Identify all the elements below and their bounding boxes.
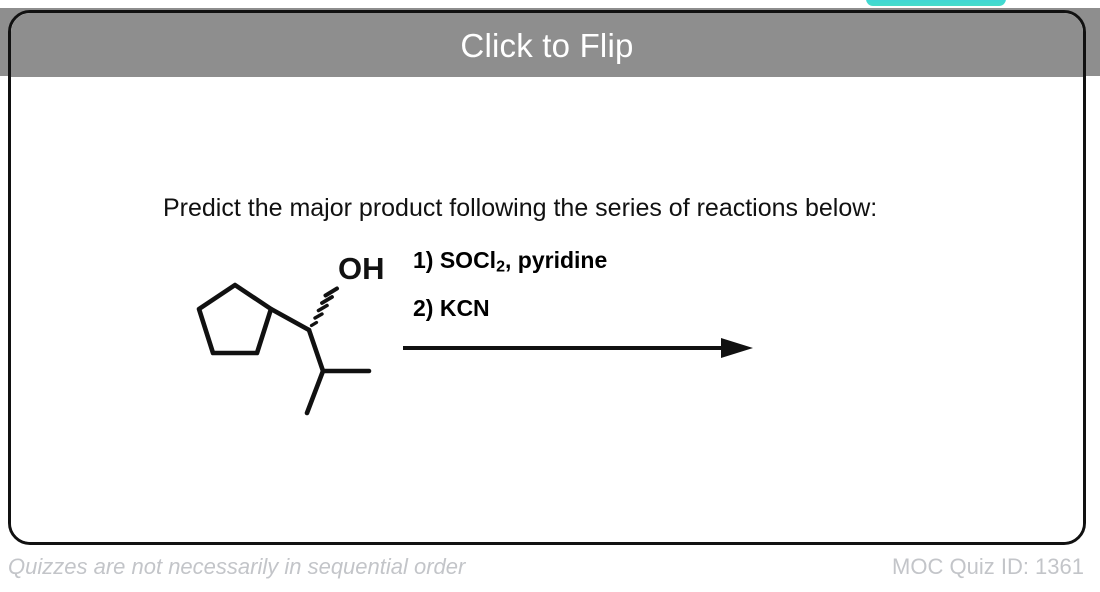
reaction-arrow-icon [403,338,753,358]
top-pill-icon [866,0,1006,6]
reagent-list: 1) SOCl2, pyridine 2) KCN [413,249,773,320]
reagent-step-2-text: 2) KCN [413,294,490,321]
oh-label: OH [338,251,385,286]
reagent-step-2: 2) KCN [413,294,773,321]
flashcard[interactable]: Click to Flip Predict the major product … [8,10,1086,545]
card-body: Predict the major product following the … [11,77,1083,542]
quiz-id-label: MOC Quiz ID: 1361 [892,554,1084,579]
card-header[interactable]: Click to Flip [11,13,1083,77]
click-to-flip-label[interactable]: Click to Flip [460,26,634,64]
footer: Quizzes are not necessarily in sequentia… [0,548,1100,592]
reagent-step-1-text: 1) SOCl2, pyridine [413,247,608,276]
question-prompt: Predict the major product following the … [163,194,878,222]
starting-material-structure: OH [196,251,385,416]
reaction-scheme: OH 1) SOCl2, pyridine 2) KCN [161,237,981,457]
reagent-step-1: 1) SOCl2, pyridine [413,249,773,275]
footer-note: Quizzes are not necessarily in sequentia… [8,554,466,579]
hashed-wedge-bond [309,286,339,328]
